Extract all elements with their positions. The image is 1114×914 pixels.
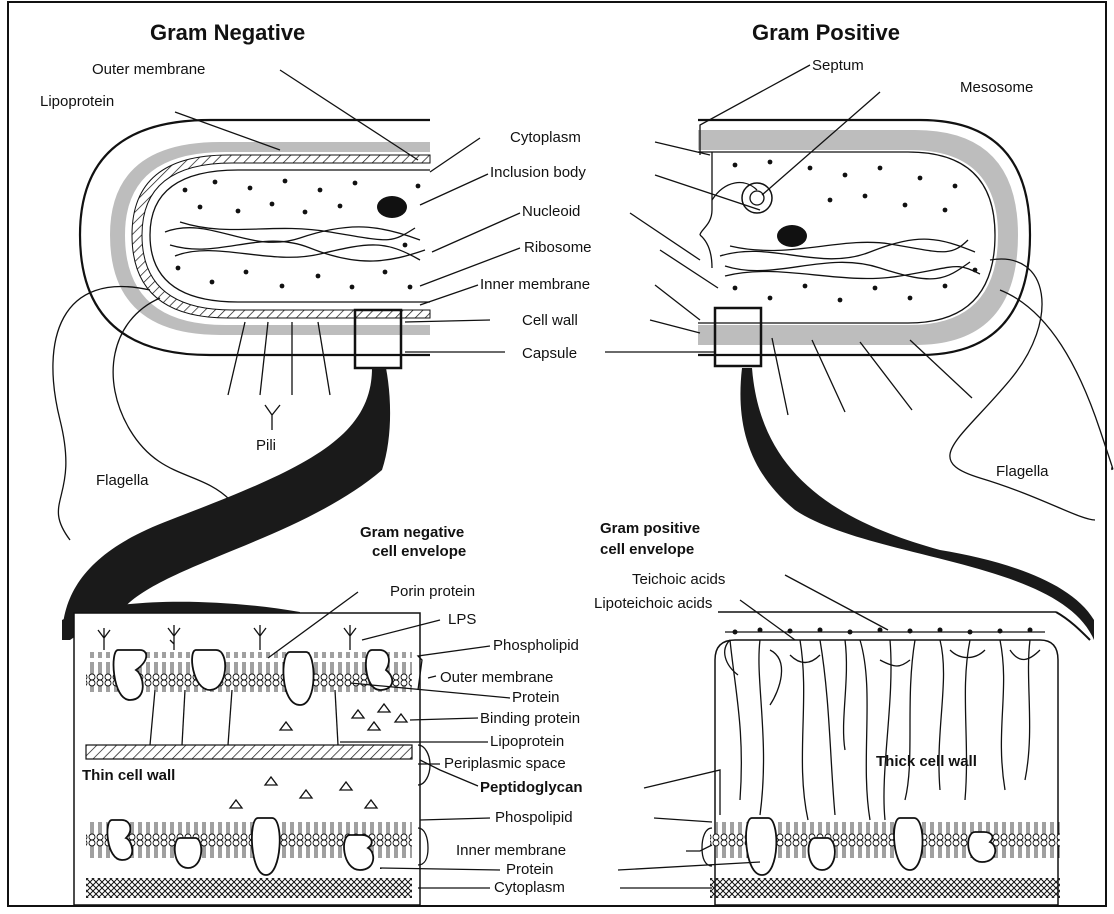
label-inner-membrane: Inner membrane bbox=[480, 276, 590, 293]
gram-positive-title: Gram Positive bbox=[752, 20, 900, 45]
gram-negative-title: Gram Negative bbox=[150, 20, 305, 45]
label-inclusion-body: Inclusion body bbox=[490, 164, 586, 181]
gram-positive-envelope: Thick cell wall bbox=[710, 612, 1090, 905]
label-flagella-right: Flagella bbox=[996, 463, 1049, 480]
neg-envelope-title-1: Gram negative bbox=[360, 524, 464, 541]
pos-envelope-title-1: Gram positive bbox=[600, 520, 700, 537]
label-inner-membrane-bottom: Inner membrane bbox=[456, 842, 566, 859]
label-phospholipid-top: Phospholipid bbox=[493, 637, 579, 654]
label-lps: LPS bbox=[448, 611, 476, 628]
label-flagella-left: Flagella bbox=[96, 472, 149, 489]
label-outer-membrane: Outer membrane bbox=[92, 61, 205, 78]
label-porin-protein: Porin protein bbox=[390, 583, 475, 600]
label-lipoprotein-bottom: Lipoprotein bbox=[490, 733, 564, 750]
label-periplasmic-space: Periplasmic space bbox=[444, 755, 566, 772]
label-nucleoid: Nucleoid bbox=[522, 203, 580, 220]
label-cell-wall: Cell wall bbox=[522, 312, 578, 329]
label-binding-protein: Binding protein bbox=[480, 710, 580, 727]
label-peptidoglycan: Peptidoglycan bbox=[480, 779, 583, 796]
gram-negative-envelope: Thin cell wall bbox=[74, 613, 420, 905]
label-capsule: Capsule bbox=[522, 345, 577, 362]
label-thick-cell-wall: Thick cell wall bbox=[876, 753, 977, 770]
label-teichoic-acids: Teichoic acids bbox=[632, 571, 725, 588]
label-lipoteichoic-acids: Lipoteichoic acids bbox=[594, 595, 712, 612]
label-phospholipid-bottom: Phospolipid bbox=[495, 809, 573, 826]
label-cytoplasm: Cytoplasm bbox=[510, 129, 581, 146]
label-septum: Septum bbox=[812, 57, 864, 74]
label-mesosome: Mesosome bbox=[960, 79, 1033, 96]
funnel-left bbox=[62, 368, 390, 640]
label-lipoprotein: Lipoprotein bbox=[40, 93, 114, 110]
neg-envelope-title-2: cell envelope bbox=[372, 543, 466, 560]
label-protein-top: Protein bbox=[512, 689, 560, 706]
label-ribosome: Ribosome bbox=[524, 239, 592, 256]
funnel-right bbox=[740, 368, 1094, 640]
label-thin-cell-wall: Thin cell wall bbox=[82, 767, 175, 784]
label-cytoplasm-bottom: Cytoplasm bbox=[494, 879, 565, 896]
label-pili: Pili bbox=[256, 437, 276, 454]
label-protein-bottom: Protein bbox=[506, 861, 554, 878]
pos-envelope-title-2: cell envelope bbox=[600, 541, 694, 558]
label-outer-membrane-bottom: Outer membrane bbox=[440, 669, 553, 686]
